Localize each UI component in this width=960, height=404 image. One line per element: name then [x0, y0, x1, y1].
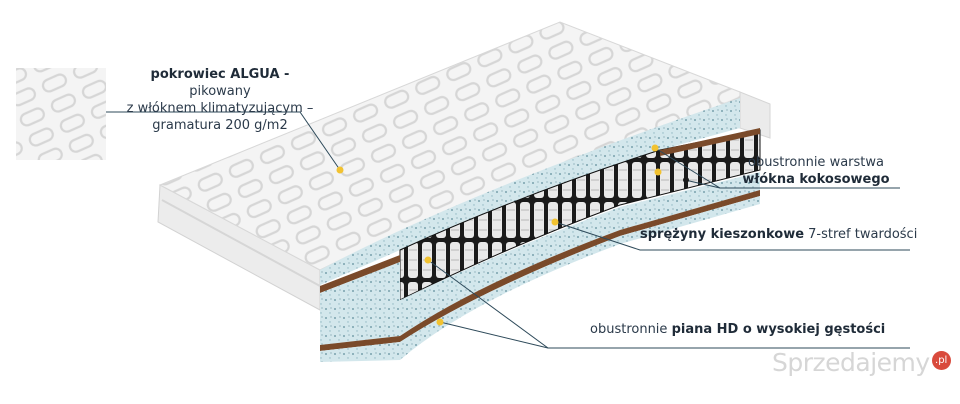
label-springs-bold: sprężyny kieszonkowe: [640, 227, 805, 242]
leader-foam-2: [439, 321, 549, 349]
label-coconut-line1: obustronnie warstwa: [748, 155, 884, 170]
label-cover: pokrowiec ALGUA - pikowany z włóknem kli…: [120, 66, 320, 134]
label-foam-pre: obustronnie: [590, 322, 672, 337]
label-cover-line2: z włóknem klimatyzującym –: [126, 101, 314, 116]
mattress: [157, 21, 771, 362]
cover-swatch: [16, 68, 106, 160]
label-cover-bold: pokrowiec ALGUA -: [150, 67, 290, 82]
watermark-badge: .pl: [931, 351, 951, 370]
leader-coconut-2: [684, 179, 721, 189]
label-cover-rest1: pikowany: [189, 84, 251, 99]
dot-foam-top: [424, 256, 432, 264]
label-foam: obustronnie piana HD o wysokiej gęstości: [590, 321, 885, 338]
label-coconut-bold: włókna kokosowego: [742, 172, 890, 187]
label-cover-line3: gramatura 200 g/m2: [152, 118, 288, 133]
label-foam-bold: piana HD o wysokiej gęstości: [671, 322, 886, 337]
marker-dots: [336, 144, 689, 326]
leader-lines: [106, 111, 910, 349]
dot-coconut-top: [651, 144, 659, 152]
dot-coconut-mid: [654, 168, 662, 176]
dot-coconut-dark: [683, 177, 689, 183]
dot-springs: [551, 218, 559, 226]
leader-cover: [106, 111, 341, 171]
label-coconut: obustronnie warstwa włókna kokosowego: [740, 154, 892, 188]
label-springs-rest: 7-stref twardości: [804, 227, 918, 242]
dot-cover: [336, 166, 344, 174]
watermark: Sprzedajemy.pl: [772, 348, 951, 377]
label-springs: sprężyny kieszonkowe 7-stref twardości: [640, 226, 917, 243]
watermark-text: Sprzedajemy: [772, 348, 930, 377]
dot-foam-bottom: [436, 318, 444, 326]
leader-springs: [554, 221, 910, 251]
